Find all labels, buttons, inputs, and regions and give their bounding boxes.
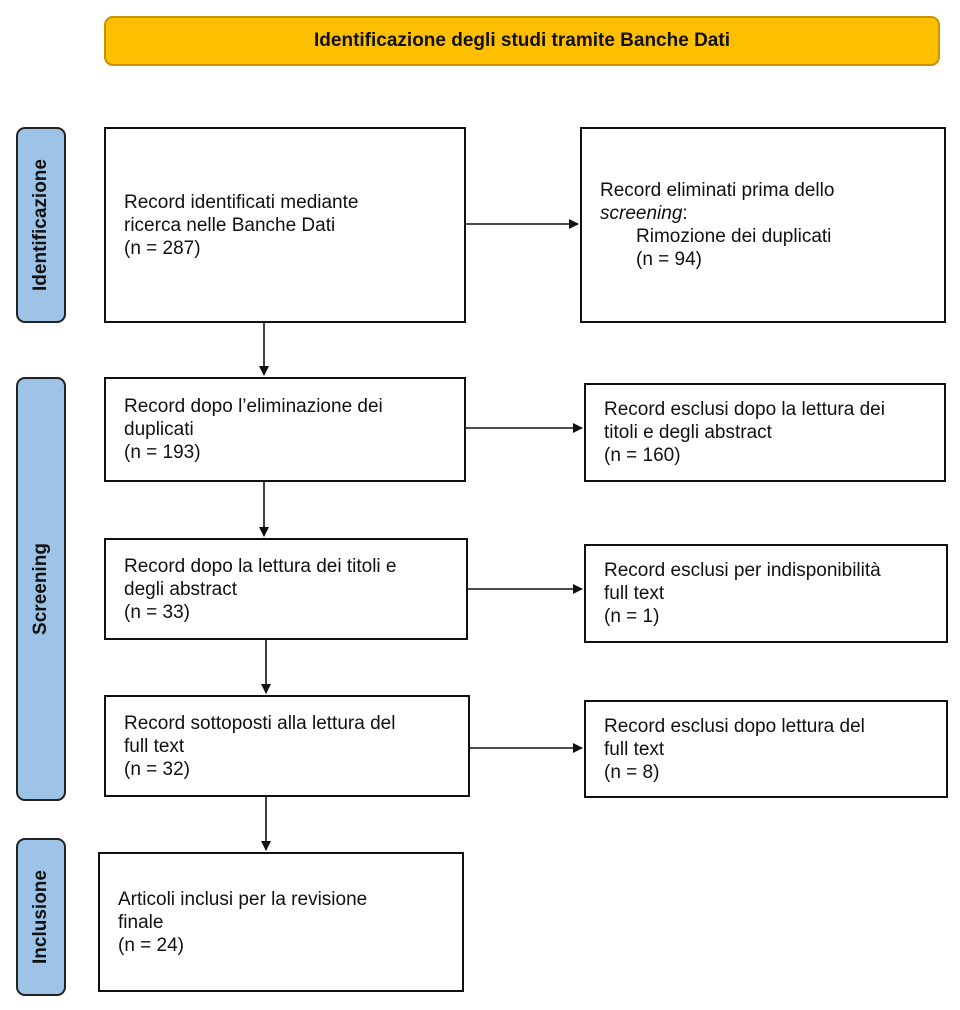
- fulltext-assessed-count: (n = 32): [124, 758, 191, 780]
- fulltext-assessed-line1: Record sottoposti alla lettura del: [124, 712, 396, 734]
- box-included: Articoli inclusi per la revisione finale…: [98, 852, 464, 992]
- records-removed-line2-italic: screening: [600, 203, 683, 224]
- records-removed-line2: screening:: [600, 202, 944, 225]
- included-line1: Articoli inclusi per la revisione: [118, 888, 368, 910]
- excluded-unavailable-line2: full text: [604, 583, 665, 604]
- after-dedup-count: (n = 193): [124, 442, 201, 463]
- included-line2: finale: [118, 911, 164, 933]
- records-identified-line2: ricerca nelle Banche Dati: [124, 214, 336, 236]
- excluded-fulltext-line1: Record esclusi dopo lettura del: [604, 715, 865, 737]
- included-count: (n = 24): [118, 934, 185, 956]
- after-dedup-line1: Record dopo l’eliminazione dei: [124, 396, 383, 417]
- records-removed-line3: Rimozione dei duplicati: [636, 226, 832, 247]
- records-identified-count: (n = 287): [124, 237, 201, 259]
- box-excluded-title-abstract: Record esclusi dopo la lettura dei titol…: [584, 383, 946, 482]
- box-records-identified: Record identificati mediante ricerca nel…: [104, 127, 466, 323]
- excluded-unavailable-line1: Record esclusi per indisponibilità: [604, 560, 881, 581]
- box-records-removed: Record eliminati prima dello screening: …: [580, 127, 946, 323]
- box-after-dedup: Record dopo l’eliminazione dei duplicati…: [104, 377, 466, 482]
- box-fulltext-assessed: Record sottoposti alla lettura del full …: [104, 695, 470, 797]
- fulltext-assessed-line2: full text: [124, 735, 185, 757]
- banner-title: Identificazione degli studi tramite Banc…: [314, 30, 730, 51]
- phase-inclusion: Inclusione: [16, 838, 66, 996]
- excluded-title-abstract-count: (n = 160): [604, 445, 681, 466]
- box-excluded-fulltext: Record esclusi dopo lettura del full tex…: [584, 700, 948, 798]
- after-dedup-line2: duplicati: [124, 419, 194, 440]
- records-removed-line1: Record eliminati prima dello: [600, 180, 835, 201]
- records-removed-count: (n = 94): [636, 249, 703, 270]
- box-after-title-abstract: Record dopo la lettura dei titoli e degl…: [104, 538, 468, 640]
- phase-identification: Identificazione: [16, 127, 66, 323]
- banner: Identificazione degli studi tramite Banc…: [104, 16, 940, 66]
- after-title-abstract-line1: Record dopo la lettura dei titoli e: [124, 555, 397, 577]
- excluded-fulltext-count: (n = 8): [604, 761, 660, 783]
- excluded-title-abstract-line1: Record esclusi dopo la lettura dei: [604, 399, 885, 420]
- after-title-abstract-count: (n = 33): [124, 601, 191, 623]
- after-title-abstract-line2: degli abstract: [124, 578, 238, 600]
- excluded-fulltext-line2: full text: [604, 738, 665, 760]
- box-excluded-unavailable: Record esclusi per indisponibilità full …: [584, 544, 948, 643]
- excluded-title-abstract-line2: titoli e degli abstract: [604, 422, 772, 443]
- excluded-unavailable-count: (n = 1): [604, 606, 660, 627]
- records-removed-line2-suffix: :: [682, 203, 688, 224]
- records-identified-line1: Record identificati mediante: [124, 191, 359, 213]
- phase-screening: Screening: [16, 377, 66, 801]
